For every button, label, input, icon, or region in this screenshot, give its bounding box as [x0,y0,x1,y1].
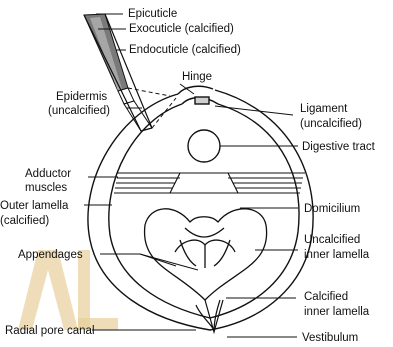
adductor-muscles [114,173,305,193]
label-uncalcified-2: inner lamella [304,249,370,261]
watermark [18,250,118,330]
label-hinge: Hinge [182,71,212,83]
label-ligament-1: Ligament [300,103,348,115]
label-radial-pore-canal: Radial pore canal [5,325,95,337]
label-adductor-2: muscles [25,182,67,194]
label-exocuticle: Exocuticle (calcified) [129,23,234,35]
ligament [195,97,209,104]
label-vestibulum: Vestibulum [302,332,358,344]
label-domicilium: Domicilium [304,203,360,215]
label-endocuticle: Endocuticle (calcified) [129,44,241,56]
label-epidermis-2: (uncalcified) [48,105,110,117]
digestive-tract-circle [188,130,220,162]
label-uncalcified-1: Uncalcified [304,234,360,246]
hinge-fold [178,86,213,94]
label-calcified-1: Calcified [304,291,348,303]
label-outer-lamella-2: (calcified) [0,215,49,227]
label-ligament-2: (uncalcified) [300,118,362,130]
label-epicuticle: Epicuticle [128,8,177,20]
label-digestive-tract: Digestive tract [302,141,376,153]
label-epidermis-1: Epidermis [56,91,107,103]
label-adductor-1: Adductor [25,168,71,180]
outer-lamella-outline [88,90,313,330]
label-calcified-2: inner lamella [304,306,370,318]
domicilium [145,209,267,300]
label-outer-lamella-1: Outer lamella [0,200,69,212]
label-appendages: Appendages [18,249,83,261]
